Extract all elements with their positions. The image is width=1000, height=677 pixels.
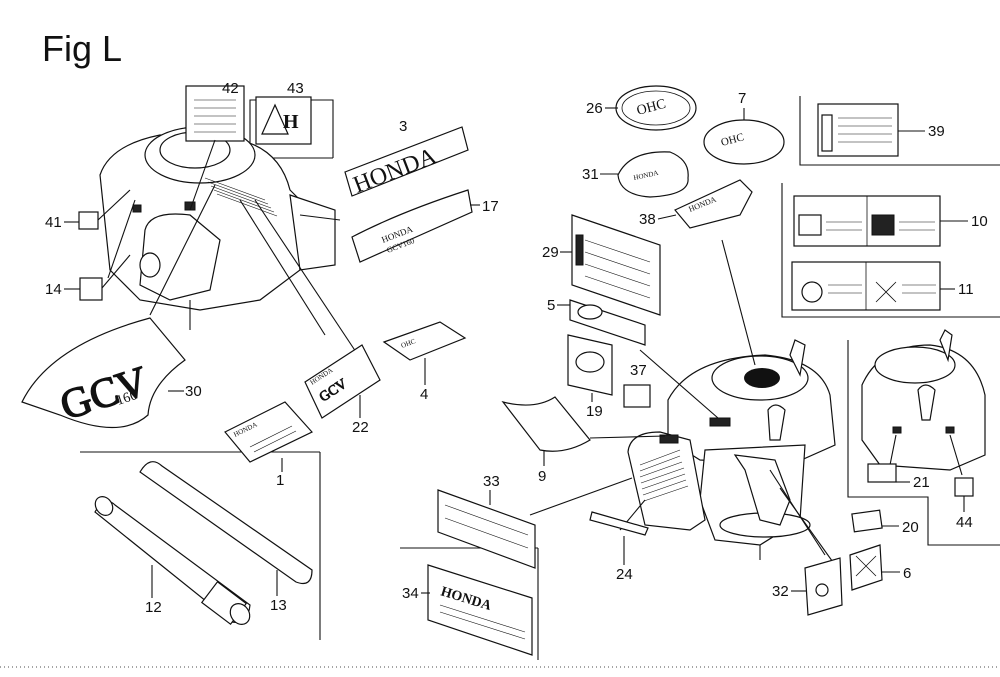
callout-3: 3 <box>399 118 407 135</box>
callout-7: 7 <box>738 90 746 107</box>
engine-right <box>627 339 836 560</box>
label-9 <box>501 396 591 452</box>
label-17: HONDA GCV160 <box>351 189 473 263</box>
callout-37: 37 <box>630 362 647 379</box>
label-24 <box>589 511 649 536</box>
svg-text:OHC: OHC <box>635 97 667 119</box>
label-37 <box>623 384 651 408</box>
honda-wordmark: HONDA <box>350 143 441 199</box>
callout-33: 33 <box>483 473 500 490</box>
engine-left <box>99 126 359 356</box>
label-19 <box>567 334 613 396</box>
label-7: OHC <box>703 119 785 165</box>
engine-right-small <box>861 329 986 476</box>
tube-13 <box>139 461 313 585</box>
callout-22: 22 <box>352 419 369 436</box>
label-39 <box>817 103 899 157</box>
frame-lines <box>0 96 1000 668</box>
label-30-gcv-decal: GCV 160 <box>21 317 186 430</box>
label-10 <box>793 195 941 247</box>
callout-17: 17 <box>482 198 499 215</box>
label-4: OHC <box>382 321 467 361</box>
label-33 <box>437 489 536 569</box>
callout-30: 30 <box>185 383 202 400</box>
callout-31: 31 <box>582 166 599 183</box>
callout-38: 38 <box>639 211 656 228</box>
callout-14: 14 <box>45 281 62 298</box>
callout-26: 26 <box>586 100 603 117</box>
callout-13: 13 <box>270 597 287 614</box>
callout-42: 42 <box>222 80 239 97</box>
label-6 <box>849 544 883 591</box>
label-34: HONDA <box>427 564 533 656</box>
callout-21: 21 <box>913 474 930 491</box>
label-11 <box>791 261 941 311</box>
label-3-honda-emblem: HONDA <box>344 126 469 199</box>
callout-5: 5 <box>547 297 555 314</box>
callout-19: 19 <box>586 403 603 420</box>
label-14 <box>79 254 131 301</box>
callout-43: 43 <box>287 80 304 97</box>
label-29 <box>571 214 661 316</box>
callout-44: 44 <box>956 514 973 531</box>
label-20 <box>851 509 883 533</box>
label-26: OHC <box>615 85 697 131</box>
callout-1: 1 <box>276 472 284 489</box>
tube-12 <box>94 496 251 626</box>
label-5 <box>569 299 646 346</box>
callout-39: 39 <box>928 123 945 140</box>
callout-32: 32 <box>772 583 789 600</box>
figure-title: Fig L <box>42 28 123 69</box>
label-22: HONDA GCV <box>304 344 381 419</box>
label-42 <box>185 85 245 211</box>
callout-41: 41 <box>45 214 62 231</box>
label-21 <box>867 463 897 483</box>
callout-24: 24 <box>616 566 633 583</box>
svg-text:OHC: OHC <box>720 131 746 149</box>
label-43: H <box>255 96 312 145</box>
callout-20: 20 <box>902 519 919 536</box>
label-31: HONDA <box>617 151 689 198</box>
callout-9: 9 <box>538 468 546 485</box>
label-44 <box>954 477 974 497</box>
callout-11: 11 <box>958 281 974 298</box>
label-32 <box>804 557 843 616</box>
label-1: HONDA <box>224 401 313 463</box>
callouts: 42 43 3 17 41 14 30 22 4 1 12 13 26 7 31… <box>45 80 988 616</box>
callout-34: 34 <box>402 585 419 602</box>
callout-4: 4 <box>420 386 428 403</box>
label-38: HONDA <box>674 179 753 229</box>
callout-10: 10 <box>971 213 988 230</box>
svg-text:H: H <box>283 111 299 133</box>
callout-29: 29 <box>542 244 559 261</box>
gcv-model: 160 <box>115 388 140 409</box>
callout-12: 12 <box>145 599 162 616</box>
callout-6: 6 <box>903 565 911 582</box>
label-41 <box>78 189 131 230</box>
